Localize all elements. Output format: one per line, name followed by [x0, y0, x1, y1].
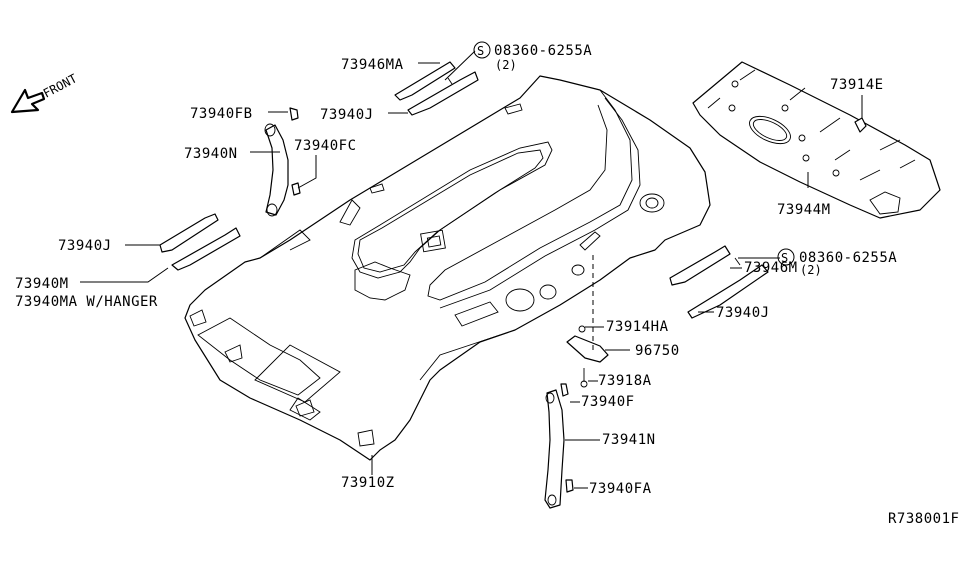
- label-73940fb: 73940FB: [190, 106, 253, 122]
- label-qty-right: (2): [800, 263, 822, 277]
- label-73940j-left: 73940J: [58, 238, 112, 254]
- label-73940ma: 73940MA W/HANGER: [15, 294, 158, 310]
- label-73940n: 73940N: [184, 146, 238, 162]
- leader-lines: [80, 50, 863, 489]
- cap-73940fb[interactable]: [289, 107, 299, 121]
- label-73940j-top: 73940J: [320, 107, 374, 123]
- label-73941n: 73941N: [602, 432, 656, 448]
- svg-text:S: S: [477, 44, 484, 58]
- front-arrow-icon: [10, 88, 46, 114]
- svg-text:S: S: [781, 251, 788, 265]
- label-96750: 96750: [635, 343, 680, 359]
- label-73910z: 73910Z: [341, 475, 395, 491]
- cap-73940fc[interactable]: [291, 182, 301, 196]
- label-73940f: 73940F: [581, 394, 635, 410]
- sunvisor-top[interactable]: [394, 61, 479, 116]
- label-73940fc: 73940FC: [294, 138, 357, 154]
- label-08360-6255a-top: 08360-6255A: [494, 43, 592, 59]
- clip-73914e[interactable]: [854, 117, 867, 133]
- label-73918a: 73918A: [598, 373, 652, 389]
- s-symbol-icon-right: S: [777, 248, 795, 266]
- label-08360-6255a-right: 08360-6255A: [799, 250, 897, 266]
- front-label: FRONT: [41, 71, 79, 100]
- cap-73940f[interactable]: [560, 383, 569, 397]
- label-73940fa: 73940FA: [589, 481, 652, 497]
- label-73944m: 73944M: [777, 202, 831, 218]
- label-qty-top: (2): [495, 58, 517, 72]
- label-73946ma: 73946MA: [341, 57, 404, 73]
- room-lamp[interactable]: [566, 325, 609, 388]
- rear-trim-panel[interactable]: [692, 61, 941, 219]
- label-73914ha: 73914HA: [606, 319, 669, 335]
- s-symbol-icon-top: S: [473, 41, 491, 59]
- label-73940m: 73940M: [15, 276, 69, 292]
- headliner-panel[interactable]: [184, 75, 711, 461]
- grab-handle-left[interactable]: [264, 123, 289, 217]
- cap-73940fa[interactable]: [565, 479, 574, 493]
- label-73914e: 73914E: [830, 77, 884, 93]
- sunvisor-right[interactable]: [669, 245, 769, 319]
- reference-code: R738001F: [888, 511, 959, 527]
- sunvisor-left[interactable]: [159, 213, 241, 271]
- label-73940j-right: 73940J: [716, 305, 770, 321]
- grab-handle-right[interactable]: [544, 389, 565, 509]
- label-73946m: 73946M: [744, 260, 798, 276]
